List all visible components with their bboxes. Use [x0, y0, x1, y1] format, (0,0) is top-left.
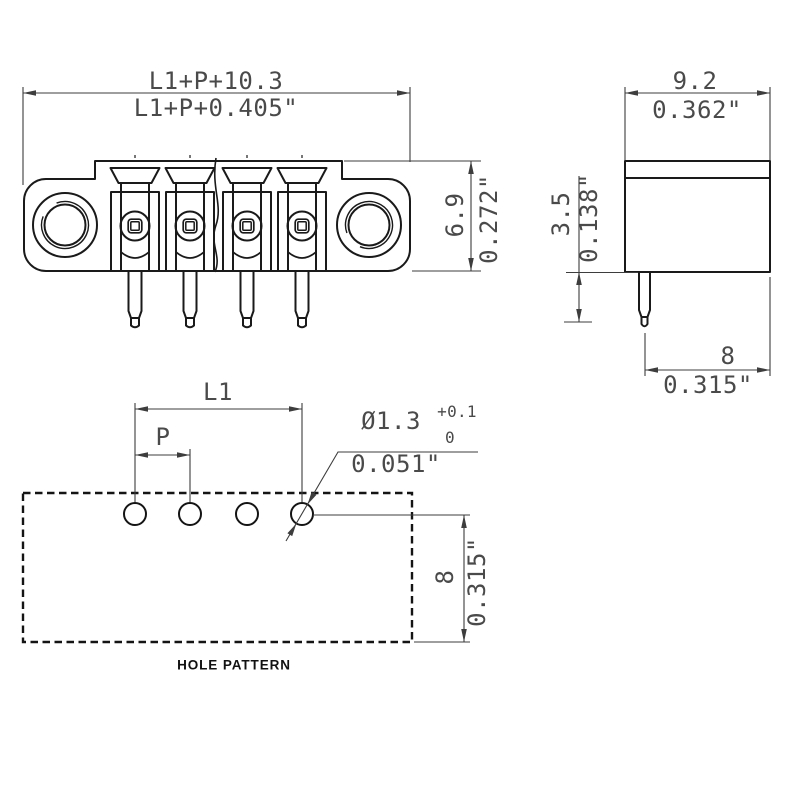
contact-2 [164, 155, 216, 329]
mounting-hole-left [32, 192, 98, 258]
front-width-dim-inch: L1+P+0.405" [133, 94, 299, 122]
hole-pattern-pitch-dim: P [155, 423, 171, 451]
front-view [23, 155, 411, 329]
connector-body-outline [23, 160, 411, 272]
side-body [624, 160, 771, 273]
hole-pattern-caption: HOLE PATTERN [177, 657, 291, 673]
pcb-outline-dashed [21, 491, 414, 644]
hole-3 [235, 502, 259, 526]
side-view [624, 160, 771, 328]
dimension-arrows [23, 90, 770, 642]
side-pin-offset-dim-mm: 8 [720, 342, 736, 370]
hole-diameter-tol-lower: 0 [445, 428, 455, 447]
hole-pattern-l1-dim: L1 [203, 378, 233, 406]
side-width-dim-mm: 9.2 [672, 67, 718, 95]
front-height-dim-mm: 6.9 [441, 192, 469, 238]
hole-diameter-tol-upper: +0.1 [437, 402, 477, 421]
side-width-dim-inch: 0.362" [652, 96, 742, 124]
break-line [213, 157, 220, 273]
side-pin-length-dim-inch: 0.138" [575, 173, 603, 263]
mounting-hole-right [336, 192, 402, 258]
hole-diameter-inch: 0.051" [351, 450, 441, 478]
side-pin [638, 272, 651, 328]
pin-2 [182, 271, 198, 329]
contact-3 [221, 155, 273, 329]
front-width-dim-mm: L1+P+10.3 [148, 67, 284, 95]
contact-1 [109, 155, 161, 329]
hole-row-offset-dim-inch: 0.315" [463, 537, 491, 627]
hole-4 [290, 502, 314, 526]
front-height-dim-inch: 0.272" [475, 174, 503, 264]
pin-3 [239, 271, 255, 329]
side-pin-offset-dim-inch: 0.315" [663, 371, 753, 399]
hole-2 [178, 502, 202, 526]
hole-1 [123, 502, 147, 526]
dimension-lines [22, 87, 771, 643]
side-pin-length-dim-mm: 3.5 [547, 191, 575, 237]
hole-diameter-value: Ø1.3 [361, 407, 421, 435]
pin-1 [127, 271, 143, 329]
contact-4 [276, 155, 328, 329]
hole-pattern-view [21, 491, 414, 644]
diameter-leader [285, 451, 478, 542]
pin-4 [294, 271, 310, 329]
hole-row-offset-dim-mm: 8 [431, 569, 459, 585]
